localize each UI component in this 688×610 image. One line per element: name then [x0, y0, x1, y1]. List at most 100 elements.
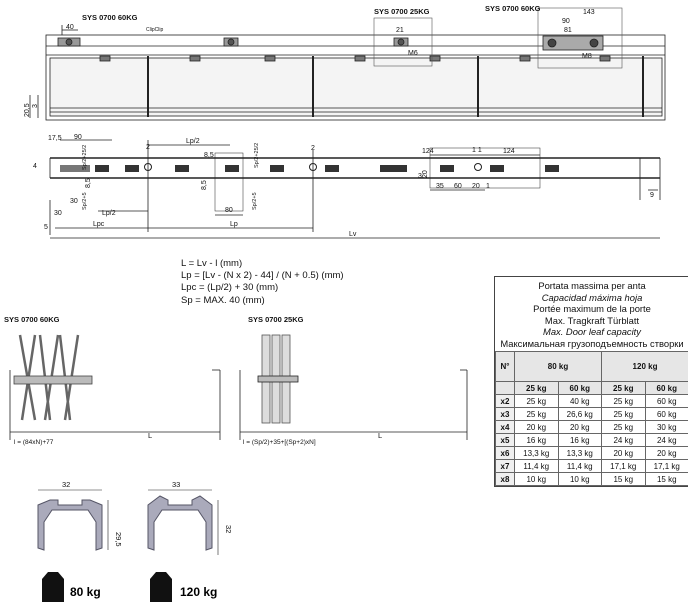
profile-80kg [37, 499, 103, 551]
row-count: x8 [495, 472, 515, 486]
title-fr: Portée maximum de la porte [533, 303, 651, 314]
row-count: x5 [495, 433, 515, 447]
profile-120kg [147, 495, 213, 551]
dim-sp252b: Sp/2+25/2 [254, 143, 260, 168]
sub-header: 60 kg [557, 381, 602, 395]
dim-85a: 8,5 [204, 152, 214, 159]
dim-81: 81 [564, 27, 572, 34]
dim-lpc: Lpc [93, 221, 105, 228]
row-count: x6 [495, 446, 515, 460]
dim-90: 90 [562, 18, 570, 25]
dim-30b: 30 [70, 198, 78, 205]
capacity-cell: 20 kg [601, 446, 646, 460]
sys-label-left: SYS 0700 60KG [82, 13, 138, 22]
capacity-cell: 13,3 kg [557, 446, 602, 460]
dim-m8: M8 [582, 53, 592, 60]
top-view-frame [45, 34, 666, 121]
capacity-cell: 15 kg [644, 472, 688, 486]
capacity-cell: 16 kg [557, 433, 602, 447]
capacity-cell: 17,1 kg [644, 459, 688, 473]
capacity-cell: 24 kg [601, 433, 646, 447]
row-count: x2 [495, 394, 515, 408]
capacity-cell: 60 kg [644, 394, 688, 408]
capacity-cell: 60 kg [644, 407, 688, 421]
capacity-cell: 25 kg [514, 407, 559, 421]
dim-124b: 124 [503, 148, 515, 155]
capacity-cell: 10 kg [514, 472, 559, 486]
header-80kg: 80 kg [514, 351, 602, 382]
header-blank [495, 381, 515, 395]
dim-3: 3 [32, 104, 39, 108]
profile-left-width: 32 [62, 480, 70, 489]
profile-right-width: 33 [172, 480, 180, 489]
fold-diagram-right [239, 334, 468, 440]
capacity-cell: 25 kg [601, 407, 646, 421]
dim-5: 5 [44, 224, 48, 231]
dim-lp: Lp [230, 221, 238, 228]
formula-block: L = Lv - l (mm) Lp = [Lv - (N x 2) - 44]… [181, 258, 344, 307]
formula-sp: Sp = MAX. 40 (mm) [181, 294, 265, 306]
fold-right-title: SYS 0700 25KG [248, 315, 304, 324]
capacity-cell: 24 kg [644, 433, 688, 447]
capacity-cell: 20 kg [644, 446, 688, 460]
dim-lp2-bottom: Lp/2 [102, 210, 116, 217]
title-en: Max. Door leaf capacity [543, 326, 641, 337]
dim-3-elev: 3 [418, 173, 422, 180]
door-panels [49, 57, 663, 117]
elevation-view [49, 139, 661, 239]
dim-90-elev: 90 [74, 134, 82, 141]
capacity-cell: 26,6 kg [557, 407, 602, 421]
capacity-cell: 40 kg [557, 394, 602, 408]
clip-label: ClipClip [146, 27, 163, 33]
dim-1: 1 [486, 183, 490, 190]
dim-21: 21 [396, 27, 404, 34]
formula-lp: Lp = [Lv - (N x 2) - 44] / (N + 0.5) (mm… [181, 270, 344, 282]
row-count: x4 [495, 420, 515, 434]
sys-label-right: SYS 0700 60KG [485, 4, 541, 13]
fold-left-l: L [148, 431, 152, 440]
profile-right-height: 32 [224, 525, 233, 533]
dim-124a: 124 [422, 148, 434, 155]
fold-right-formula: l = (Sp/2)+35+[(Sp+2)xN] [243, 439, 316, 446]
sub-header: 25 kg [601, 381, 646, 395]
dim-lv: Lv [349, 231, 357, 238]
title-ru: Максимальная грузоподъемность створки [500, 337, 684, 349]
capacity-cell: 30 kg [644, 420, 688, 434]
dim-2b: 2 [311, 145, 315, 152]
fold-left-formula: l = (84xN)+77 [14, 439, 54, 446]
dim-60: 60 [454, 183, 462, 190]
dim-175: 17,5 [48, 135, 62, 142]
dim-sp275: Sp/2+5 [82, 192, 88, 210]
dim-4: 4 [33, 163, 37, 170]
formula-l: L = Lv - l (mm) [181, 258, 243, 269]
row-count: x7 [495, 459, 515, 473]
dim-40: 40 [66, 24, 74, 31]
carriage-left [57, 37, 81, 47]
capacity-cell: 25 kg [514, 394, 559, 408]
carriage-right [542, 35, 604, 51]
dim-9: 9 [650, 192, 654, 199]
dim-30a: 30 [54, 210, 62, 217]
title-it: Portata massima per anta [538, 280, 646, 291]
fold-diagram-left [9, 334, 221, 440]
dim-85b: 8,5 [85, 178, 92, 188]
capacity-cell: 20 kg [557, 420, 602, 434]
weight-label-120: 120 kg [180, 585, 217, 599]
capacity-cell: 15 kg [601, 472, 646, 486]
header-120kg: 120 kg [601, 351, 688, 382]
dim-80: 80 [225, 207, 233, 214]
capacity-cell: 17,1 kg [601, 459, 646, 473]
dim-sp75: Sp/2+5 [252, 192, 258, 210]
capacity-cell: 25 kg [601, 420, 646, 434]
weight-icon-120 [150, 572, 172, 602]
capacity-grid: N° 80 kg 120 kg 25 kg 60 kg 25 kg 60 kg … [495, 351, 688, 486]
dim-11: 1 1 [472, 147, 482, 154]
capacity-cell: 11,4 kg [557, 459, 602, 473]
title-es: Capacidad máxima hoja [541, 291, 643, 303]
